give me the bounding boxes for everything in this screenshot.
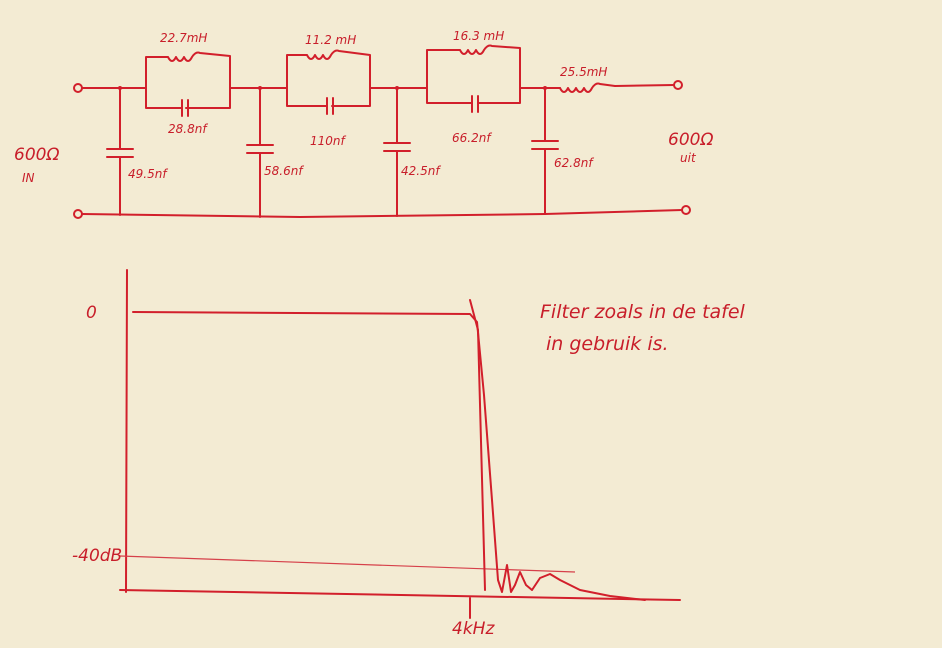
response-curve: [132, 311, 646, 601]
series-inductor-label: 25.5mH: [560, 65, 607, 79]
response-plot: 0 -40dB 4kHz Filter zoals in de tafel in…: [72, 269, 746, 639]
ground-wire: [81, 209, 683, 218]
input-side-label: IN: [22, 171, 35, 185]
input-terminal-bottom: [73, 209, 83, 219]
zero-db-label: 0: [86, 303, 97, 323]
top-wire: [81, 84, 675, 89]
lc-section-1: [145, 51, 231, 117]
shunt-cap-3-label: 42.5nf: [401, 164, 441, 178]
shunt-capacitor-2: [246, 87, 274, 218]
shunt-capacitor-4: [531, 87, 559, 215]
cutoff-edge: [469, 299, 486, 591]
series-inductor: [559, 82, 616, 93]
cutoff-frequency-label: 4kHz: [452, 619, 495, 639]
x-axis: [119, 589, 681, 601]
lc-section-2: [286, 49, 371, 115]
output-terminal-bottom: [681, 205, 691, 215]
capacitor-2-label: 110nf: [310, 134, 347, 148]
shunt-cap-2-label: 58.6nf: [264, 164, 304, 178]
capacitor-3-label: 66.2nf: [452, 131, 492, 145]
input-terminal-top: [73, 83, 83, 93]
minus-40db-label: -40dB: [72, 546, 122, 566]
shunt-cap-4-label: 62.8nf: [554, 156, 594, 170]
note-line-1: Filter zoals in de tafel: [540, 301, 746, 323]
y-axis: [125, 269, 128, 593]
ladder-schematic: 22.7mH 28.8nf 11.2 mH 110nf 16.3 mH 66.2…: [14, 29, 713, 219]
shunt-capacitor-3: [383, 87, 411, 217]
inductor-3-label: 16.3 mH: [453, 29, 504, 43]
note-line-2: in gebruik is.: [546, 333, 669, 355]
shunt-capacitor-1: [106, 87, 134, 216]
shunt-cap-1-label: 49.5nf: [128, 167, 168, 181]
inductor-1-label: 22.7mH: [160, 31, 207, 45]
output-terminal-top: [673, 80, 683, 90]
capacitor-1-label: 28.8nf: [168, 122, 208, 136]
output-impedance-label: 600Ω: [668, 130, 713, 150]
lc-section-3: [426, 44, 521, 113]
minus-40db-line: [119, 555, 576, 573]
output-side-label: uit: [680, 151, 697, 165]
inductor-2-label: 11.2 mH: [305, 33, 356, 47]
input-impedance-label: 600Ω: [14, 145, 59, 165]
